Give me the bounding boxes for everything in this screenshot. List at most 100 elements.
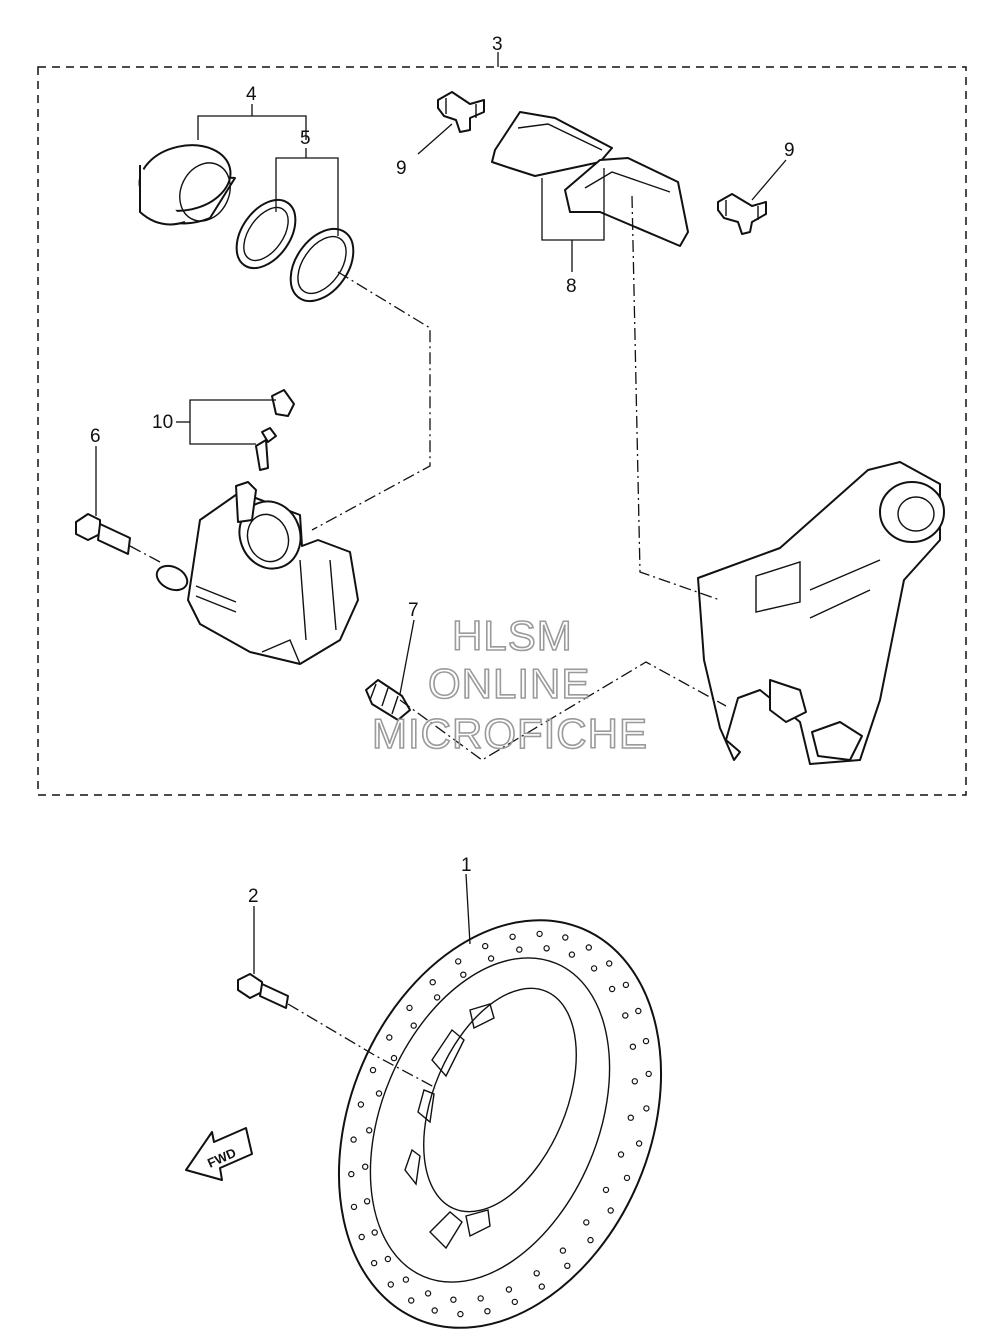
sleeve-part-7 [365,679,411,721]
drill-hole [429,979,436,986]
callout-10: 10 [152,412,173,433]
drill-hole [631,1078,639,1085]
drill-hole [559,1247,567,1254]
watermark-line-1: HLSM [452,612,573,659]
drill-hole [622,981,630,989]
drill-hole [410,1022,417,1029]
drill-hole [568,951,576,958]
seal-part-5a [235,198,297,270]
pad-clip-part-9a [437,91,485,133]
drill-hole [617,1151,625,1158]
drill-hole [590,965,598,972]
disc-drill-holes [348,930,652,1318]
drill-hole [511,1298,519,1306]
callout-6: 6 [90,426,101,447]
pad-clip-part-9b [717,193,767,235]
drill-hole [366,1127,373,1134]
watermark-line-3: MICROFICHE [372,710,648,757]
drill-hole [350,1203,358,1211]
caliper-body [155,481,359,665]
drill-hole [533,1270,540,1277]
drill-hole [635,1140,643,1147]
drill-hole [585,944,593,951]
callout-9-right: 9 [784,140,795,161]
callout-8: 8 [566,276,577,297]
assembly-boundary-3 [37,66,967,796]
bleeder-screw-part-10 [255,427,277,471]
drill-hole [358,1233,365,1241]
drill-hole [375,1090,383,1097]
drill-hole [390,1054,398,1062]
piston-part-4 [138,144,236,226]
drill-hole [629,1043,637,1050]
brake-pad-part-8b [564,157,689,247]
drill-hole [386,1034,393,1041]
drill-hole [562,934,569,941]
drill-hole [455,958,462,965]
drill-hole [622,1012,629,1019]
drill-hole [643,1105,650,1112]
watermark: HLSM ONLINE MICROFICHE [371,611,648,758]
drill-hole [635,1007,642,1015]
drill-hole [587,1236,594,1244]
drill-hole [607,1207,614,1214]
drill-hole [623,1174,631,1182]
drill-hole [350,1136,357,1143]
drill-hole [583,1219,590,1226]
drill-hole [543,945,550,952]
drill-hole [606,960,613,967]
drill-hole [505,1286,513,1293]
drill-hole [536,930,543,938]
bleeder-cap-part-10 [271,389,295,417]
drill-hole [363,1198,371,1205]
drill-hole [362,1163,369,1170]
drill-hole [424,1290,432,1297]
drill-hole [564,1262,571,1270]
drill-hole [387,1281,394,1288]
callout-3: 3 [492,34,503,55]
drill-hole [487,955,495,962]
watermark-line-2: ONLINE [428,660,590,707]
callout-4: 4 [246,84,257,105]
brake-disc-part-1 [337,919,663,1329]
disc-bolt-part-2 [237,973,437,1089]
callout-7: 7 [408,600,419,621]
forward-direction-arrow: FWD [185,1127,253,1181]
drill-hole [602,1186,610,1194]
caliper-bracket [697,461,945,765]
drill-hole [431,1307,438,1314]
drill-hole [484,1307,491,1315]
seal-part-5b [289,227,355,303]
drill-hole [348,1170,355,1178]
drill-hole [402,1276,410,1283]
drill-hole [627,1114,635,1121]
drill-hole [457,1310,464,1318]
drill-hole [642,1037,650,1045]
callout-leaders [95,104,787,974]
callout-2: 2 [248,886,259,907]
drill-hole [384,1255,392,1263]
drill-hole [645,1070,652,1078]
drill-hole [460,971,467,978]
drill-hole [406,1004,413,1012]
drill-hole [370,1259,378,1267]
callout-5: 5 [300,128,311,149]
drill-hole [408,1297,415,1304]
drill-hole [482,942,489,950]
drill-hole [450,1296,457,1303]
callout-1: 1 [461,855,472,876]
drill-hole [608,985,616,993]
callout-9-left: 9 [396,158,407,179]
bolt-part-6 [75,513,131,555]
drill-hole [477,1295,484,1302]
drill-hole [516,946,523,953]
drill-hole [433,994,441,1001]
drill-hole [509,933,516,941]
drill-hole [538,1283,546,1290]
drill-hole [357,1101,365,1108]
drill-hole [369,1066,377,1074]
drill-hole [371,1229,378,1236]
assembly-path-lines [129,195,727,761]
